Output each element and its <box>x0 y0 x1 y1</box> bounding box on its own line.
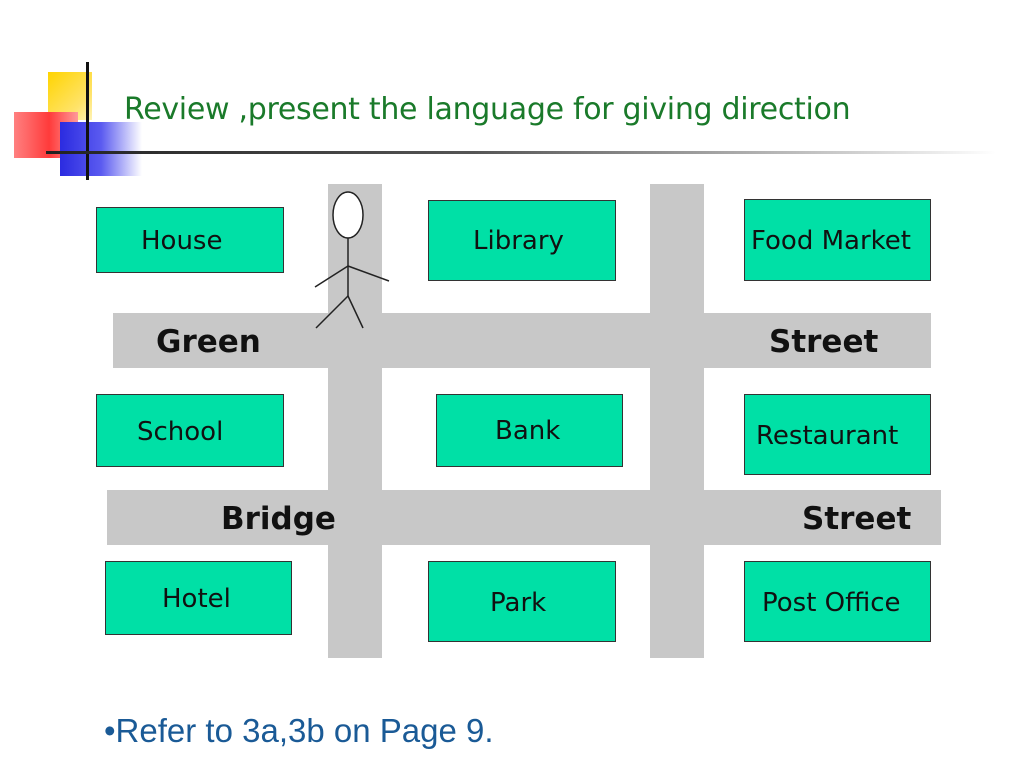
stick-figure-right-arm <box>347 265 390 282</box>
building-school-label: School <box>137 417 224 447</box>
stick-figure-head <box>332 191 364 239</box>
header-decoration-horizontal-line <box>46 151 996 154</box>
building-hotel-label: Hotel <box>162 584 231 614</box>
bridge-street-label-left: Bridge <box>221 501 336 537</box>
bridge-street-label-right: Street <box>802 501 912 537</box>
green-street-road <box>113 313 931 368</box>
vertical-road-right <box>650 184 704 658</box>
building-park-label: Park <box>490 588 547 618</box>
building-library-label: Library <box>473 226 564 256</box>
building-house-label: House <box>141 226 223 256</box>
header-decoration-blue-bar <box>60 122 142 176</box>
building-school: School <box>96 394 284 467</box>
building-bank: Bank <box>436 394 623 467</box>
stick-figure-right-leg <box>347 295 364 329</box>
building-post-office-label: Post Office <box>762 588 901 618</box>
building-park: Park <box>428 561 616 642</box>
building-food-market-label: Food Market <box>751 226 911 256</box>
building-restaurant-label: Restaurant <box>756 421 899 451</box>
building-house: House <box>96 207 284 273</box>
slide-title: Review ,present the language for giving … <box>124 92 851 127</box>
building-hotel: Hotel <box>105 561 292 635</box>
header-decoration-vertical-line <box>86 62 89 180</box>
building-post-office: Post Office <box>744 561 931 642</box>
building-food-market: Food Market <box>744 199 931 281</box>
building-bank-label: Bank <box>495 416 561 446</box>
green-street-label-left: Green <box>156 324 261 360</box>
stick-figure-left-arm <box>314 265 349 288</box>
slide-bullet-text: •Refer to 3a,3b on Page 9. <box>104 712 494 749</box>
building-library: Library <box>428 200 616 281</box>
vertical-road-left <box>328 184 382 658</box>
building-restaurant: Restaurant <box>744 394 931 475</box>
bridge-street-road <box>107 490 941 545</box>
stick-figure-icon <box>314 191 390 329</box>
stick-figure-left-leg <box>315 295 349 329</box>
green-street-label-right: Street <box>769 324 879 360</box>
